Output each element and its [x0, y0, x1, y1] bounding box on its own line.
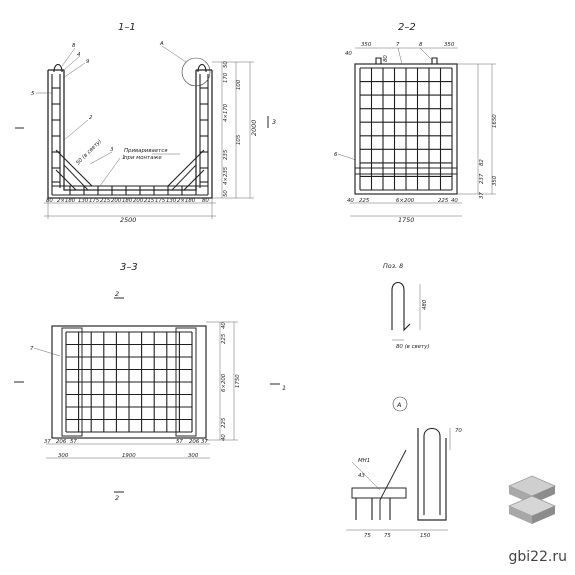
- v11-rdim: 105: [236, 134, 242, 145]
- v22-bdim: 40: [347, 198, 354, 204]
- v33-bdim2: 300: [188, 453, 199, 459]
- detail-a-70: 70: [455, 428, 462, 434]
- detail-a: A МН1 43 70 75 75 150: [346, 396, 462, 539]
- detail-a-bdim: 75: [364, 533, 371, 539]
- clear-gap: 50 (в свету): [75, 139, 103, 167]
- v11-rdim: 50: [223, 61, 229, 68]
- v22-inner-80: 80: [383, 55, 389, 62]
- callout-a: A: [159, 41, 164, 47]
- v22-label-6: 6: [334, 152, 338, 158]
- v11-dim: 2×180: [57, 198, 76, 204]
- view-3-3: 3–3 7 2 2 1 40 225 6×200 225 40 1750 37 …: [14, 262, 286, 502]
- label-1: 1: [122, 155, 125, 161]
- v22-label-8: 8: [419, 42, 423, 48]
- v11-dim: 2×180: [177, 198, 196, 204]
- v11-dim: 175: [89, 198, 100, 204]
- section-top-2: 2: [115, 290, 119, 298]
- section-right-1: 1: [282, 384, 286, 392]
- view-pos-8: Поз. 8 480 80 (в свету): [383, 262, 429, 350]
- v11-dim: 80: [46, 198, 53, 204]
- v11-dim: 200: [133, 198, 144, 204]
- v11-rdim: 50: [223, 190, 229, 197]
- v11-rdim: 170: [223, 72, 229, 83]
- label-3: 3: [110, 147, 114, 153]
- v22-rdim-82: 82: [479, 159, 485, 166]
- v22-rdim-37: 37: [479, 192, 485, 199]
- brand-url: gbi22.ru: [508, 549, 567, 565]
- view-1-1-title: 1–1: [118, 22, 136, 33]
- note-line-2: при монтаже: [124, 155, 162, 161]
- label-9: 9: [86, 59, 90, 65]
- label-4: 4: [77, 52, 81, 58]
- v11-dim: 130: [78, 198, 89, 204]
- v33-rdim: 6×200: [221, 373, 227, 392]
- view-2-2-title: 2–2: [398, 22, 416, 33]
- v33-bdim: 57: [70, 439, 77, 445]
- v33-bdim2: 300: [58, 453, 69, 459]
- v22-bdim: 225: [438, 198, 449, 204]
- detail-a-marker: A: [396, 401, 401, 409]
- pos8-height: 480: [422, 299, 428, 310]
- v22-dim-40: 40: [345, 51, 352, 57]
- label-8: 8: [72, 43, 76, 49]
- v22-total: 1750: [398, 216, 414, 224]
- v11-rdim: 235: [223, 149, 229, 160]
- site-logo-icon: [507, 475, 557, 524]
- v11-dim: 180: [122, 198, 133, 204]
- v11-dim: 215: [144, 198, 155, 204]
- v11-rdim: 4×235: [223, 166, 229, 185]
- v11-dim: 200: [111, 198, 122, 204]
- label-2: 2: [89, 115, 93, 121]
- v33-bdim: 37: [201, 439, 208, 445]
- v33-bdim: 57: [176, 439, 183, 445]
- v33-rdim: 225: [221, 333, 227, 344]
- detail-a-43: 43: [358, 473, 365, 479]
- view-2-2: 2–2 40 350 350 7 8 80 6 1650 82 237 350 …: [334, 22, 498, 224]
- v11-dim: 130: [166, 198, 177, 204]
- v22-label-7: 7: [396, 42, 400, 48]
- v22-rdim-1650: 1650: [492, 114, 498, 128]
- v22-bdim: 225: [359, 198, 370, 204]
- detail-a-bdim: 75: [384, 533, 391, 539]
- v11-rdim: 100: [236, 79, 242, 90]
- pos8-title: Поз. 8: [383, 262, 403, 270]
- pos8-width: 80 (в свету): [396, 344, 429, 350]
- detail-a-bdim: 150: [420, 533, 431, 539]
- v22-bdim: 6×200: [396, 198, 415, 204]
- view-3-3-title: 3–3: [120, 262, 138, 273]
- v11-total-width: 2500: [120, 216, 136, 224]
- section-bottom-2: 2: [115, 494, 119, 502]
- v11-right-dims: 50 170 100 4×170 105 235 4×235 50: [223, 61, 242, 197]
- view-1-1: 1–1: [15, 22, 276, 224]
- v22-rdim-350: 350: [492, 175, 498, 186]
- v22-rdim-237: 237: [479, 173, 485, 184]
- v11-dim: 80: [202, 198, 209, 204]
- v33-bdim: 206: [189, 439, 200, 445]
- v33-rdim: 40: [221, 434, 227, 441]
- note-line-1: Приваривается: [124, 148, 168, 154]
- v33-height: 1750: [235, 374, 241, 388]
- v33-bdim2: 1900: [122, 453, 136, 459]
- label-5: 5: [31, 91, 35, 97]
- v33-label-7: 7: [30, 346, 34, 352]
- v11-rdim: 4×170: [223, 103, 229, 122]
- section-mark-3: 3: [272, 118, 276, 126]
- detail-a-mn1: МН1: [358, 458, 370, 464]
- v33-bdim: 37: [44, 439, 51, 445]
- v22-dim-350b: 350: [444, 42, 455, 48]
- v22-bdim: 40: [451, 198, 458, 204]
- v33-mesh: [65, 331, 193, 433]
- v11-total-height: 2000: [250, 120, 258, 136]
- v33-rdim: 225: [221, 417, 227, 428]
- v33-rdim: 40: [221, 322, 227, 329]
- v11-bottom-dims: 80 2×180 130 175 215 200 180 200 215 175…: [46, 198, 209, 204]
- v33-bdim: 206: [56, 439, 67, 445]
- v11-dim: 215: [100, 198, 111, 204]
- v22-dim-350a: 350: [361, 42, 372, 48]
- v22-mesh: [359, 67, 453, 191]
- v11-dim: 175: [155, 198, 166, 204]
